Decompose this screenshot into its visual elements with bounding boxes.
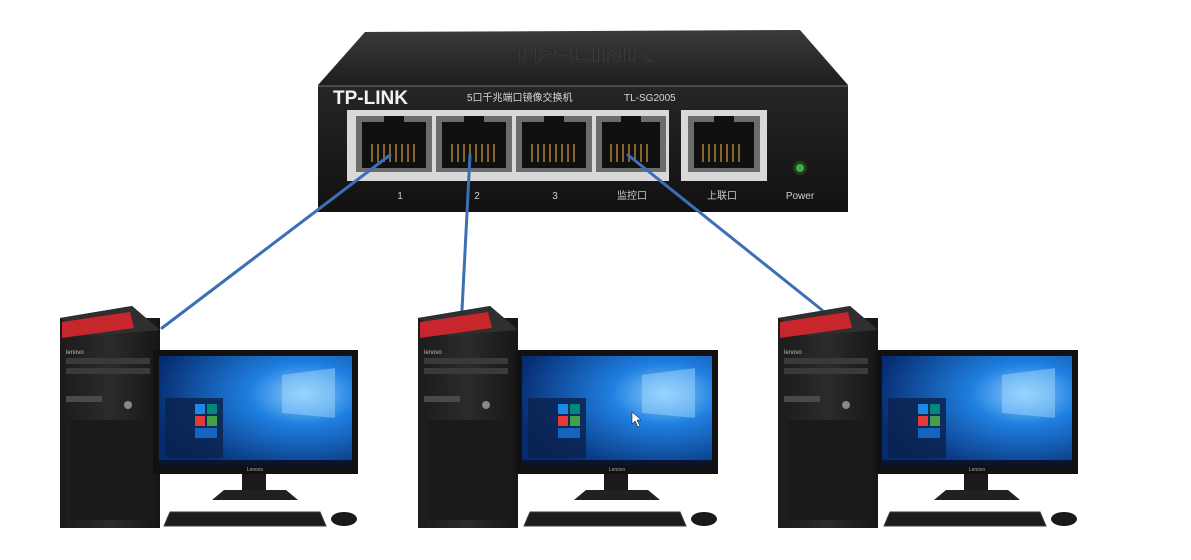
port-uplink-label: 上联口 bbox=[707, 190, 737, 202]
cable-monitor-to-computer3 bbox=[626, 153, 824, 312]
keyboard bbox=[523, 511, 687, 527]
pc-tower: lenovo bbox=[778, 306, 878, 528]
tower-red-stripe bbox=[62, 312, 134, 338]
port-3: 3 bbox=[516, 116, 592, 202]
keyboard bbox=[883, 511, 1047, 527]
switch-model-label: TL-SG2005 bbox=[624, 93, 676, 104]
port-monitor-label: 监控口 bbox=[617, 189, 647, 202]
tower-power-button bbox=[124, 401, 132, 409]
tower-power-button bbox=[842, 401, 850, 409]
tower-brand: lenovo bbox=[66, 350, 84, 356]
pc-tower: lenovo bbox=[60, 306, 160, 528]
port-1-label: 1 bbox=[397, 191, 403, 202]
switch-top-logo: TP-LINK bbox=[511, 45, 653, 67]
switch-description-label: 5口千兆端口镜像交换机 bbox=[467, 91, 573, 104]
tower-red-stripe bbox=[780, 312, 852, 338]
cables bbox=[160, 153, 824, 330]
switch-brand-label: TP-LINK bbox=[333, 88, 408, 109]
mouse bbox=[1051, 512, 1077, 526]
port-3-label: 3 bbox=[552, 191, 558, 202]
computer-3: lenovo Lenovo bbox=[778, 306, 1078, 528]
computer-1: lenovo Lenovo bbox=[60, 306, 358, 528]
port-2-label: 2 bbox=[474, 191, 480, 202]
pc-monitor: Lenovo bbox=[153, 350, 358, 500]
pc-tower: lenovo bbox=[418, 306, 518, 528]
tower-red-stripe bbox=[420, 312, 492, 338]
keyboard bbox=[163, 511, 327, 527]
power-label: Power bbox=[786, 191, 815, 202]
cursor-icon bbox=[631, 411, 642, 428]
port-1: 1 bbox=[356, 116, 432, 202]
port-uplink: 上联口 bbox=[688, 116, 760, 202]
mouse bbox=[691, 512, 717, 526]
switch-top-surface bbox=[318, 30, 848, 85]
monitor-brand: Lenovo bbox=[969, 467, 986, 473]
monitor-brand: Lenovo bbox=[609, 467, 626, 473]
power-led bbox=[796, 164, 804, 172]
network-switch: TP-LINK TP-LINK 5口千兆端口镜像交换机 TL-SG2005 1 bbox=[318, 30, 848, 212]
mouse bbox=[331, 512, 357, 526]
port-monitor: 监控口 bbox=[596, 116, 666, 202]
monitor-brand: Lenovo bbox=[247, 467, 264, 473]
tower-brand: lenovo bbox=[424, 350, 442, 356]
tower-brand: lenovo bbox=[784, 350, 802, 356]
pc-monitor: Lenovo bbox=[876, 350, 1078, 500]
tower-power-button bbox=[482, 401, 490, 409]
cable-port2-to-computer2 bbox=[460, 153, 472, 312]
cable-port1-to-computer1 bbox=[160, 153, 392, 330]
pc-monitor: Lenovo bbox=[516, 350, 718, 500]
computer-2: lenovo Lenovo bbox=[418, 306, 718, 528]
